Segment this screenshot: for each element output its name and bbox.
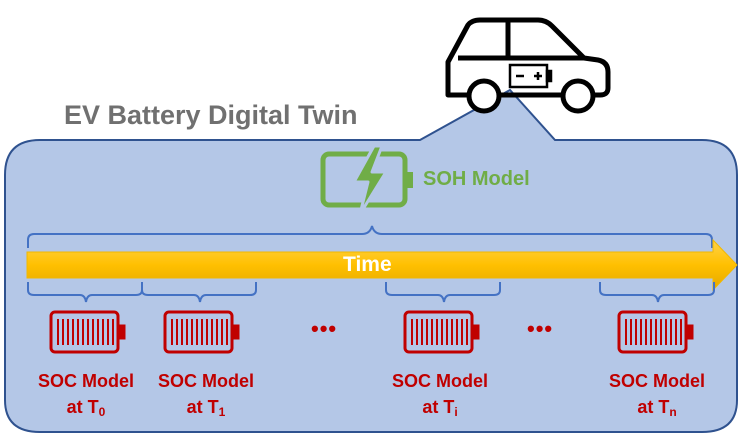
diagram-title: EV Battery Digital Twin bbox=[64, 100, 358, 130]
soh-span-bracket bbox=[27, 225, 713, 248]
soh-model-label: SOH Model bbox=[423, 168, 530, 190]
car-icon bbox=[445, 17, 611, 114]
ellipsis-right: ••• bbox=[527, 316, 554, 341]
battery-cells-icon bbox=[617, 310, 694, 354]
battery-cells-icon bbox=[163, 310, 240, 354]
time-arrow bbox=[26, 238, 738, 292]
soc-model-time: at Ti bbox=[422, 397, 458, 419]
battery-cells-icon bbox=[49, 310, 126, 354]
soc-model-time: at T0 bbox=[66, 397, 106, 419]
interval-bracket bbox=[141, 282, 257, 303]
soc-model-time: at T1 bbox=[186, 397, 226, 419]
soc-model-line: SOC Model bbox=[391, 371, 488, 391]
interval-bracket bbox=[385, 282, 501, 303]
soc-model-t0-label: SOC Model at T0 bbox=[21, 368, 151, 420]
soc-model-time: at Tn bbox=[637, 397, 677, 419]
ellipsis-left: ••• bbox=[311, 316, 338, 341]
soc-model-line: SOC Model bbox=[37, 371, 134, 391]
interval-bracket bbox=[27, 282, 143, 303]
soc-model-tn-label: SOC Model at Tn bbox=[592, 368, 722, 420]
time-label: Time bbox=[343, 253, 392, 276]
soc-model-line: SOC Model bbox=[608, 371, 705, 391]
soc-interval-brackets bbox=[27, 282, 715, 303]
soc-model-line: SOC Model bbox=[157, 371, 254, 391]
interval-bracket bbox=[599, 282, 715, 303]
soc-model-t1-label: SOC Model at T1 bbox=[141, 368, 271, 420]
battery-plus-minus-icon bbox=[508, 63, 553, 89]
battery-cells-icon bbox=[403, 310, 480, 354]
soc-model-ti-label: SOC Model at Ti bbox=[375, 368, 505, 420]
battery-charging-icon bbox=[320, 144, 413, 216]
